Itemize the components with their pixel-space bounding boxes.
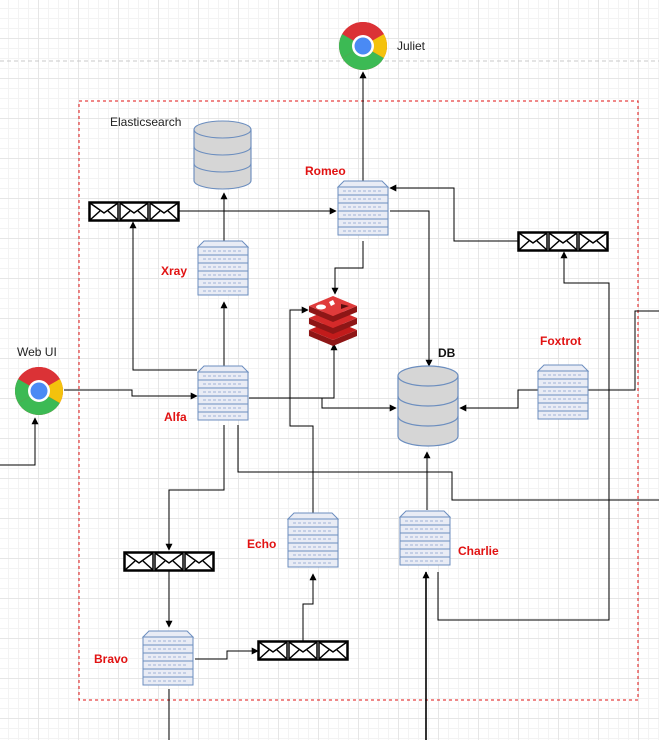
romeo-label: Romeo	[305, 164, 346, 178]
edge-echo-redis	[289, 306, 314, 513]
xray-label: Xray	[161, 264, 188, 278]
webui-chrome-icon[interactable]	[14, 366, 64, 415]
alfa-server-icon[interactable]	[197, 365, 249, 421]
edge-input-webui	[0, 417, 39, 466]
queue-xray-message-queue-icon[interactable]	[88, 201, 180, 222]
foxtrot-label: Foxtrot	[540, 334, 582, 348]
alfa-label: Alfa	[164, 410, 187, 424]
charlie-label: Charlie	[458, 544, 499, 558]
edge-alfa-redis	[249, 343, 338, 399]
db-label: DB	[438, 346, 456, 360]
edge-alfa-external	[237, 425, 659, 501]
charlie-server-icon[interactable]	[399, 510, 451, 566]
edge-romeo-db	[390, 210, 433, 367]
db-database-icon[interactable]	[397, 365, 459, 447]
echo-label: Echo	[247, 537, 277, 551]
juliet-label: Juliet	[397, 39, 426, 53]
echo-server-icon[interactable]	[287, 512, 339, 568]
webui-label: Web UI	[17, 345, 57, 359]
queue-bravo-message-queue-icon[interactable]	[257, 640, 349, 661]
romeo-server-icon[interactable]	[337, 180, 389, 236]
edge-romeo-redis	[331, 241, 364, 295]
edge-charlie-queue2	[437, 251, 610, 621]
foxtrot-server-icon[interactable]	[537, 364, 589, 420]
edge-alfa-queue1	[129, 221, 197, 371]
juliet-chrome-icon[interactable]	[338, 21, 388, 71]
queue-foxtrot-message-queue-icon[interactable]	[517, 231, 609, 252]
system-boundary	[78, 100, 639, 701]
edge-bravo-queue4	[195, 647, 259, 660]
edge-alfa-queue3	[165, 425, 225, 551]
edge-webui-alfa	[64, 389, 198, 400]
queue-alfa-message-queue-icon[interactable]	[123, 551, 215, 572]
edge-queue2-romeo	[389, 184, 518, 242]
redis-icon[interactable]	[309, 296, 357, 346]
xray-server-icon[interactable]	[197, 240, 249, 296]
edge-alfa-db	[249, 397, 397, 412]
bravo-server-icon[interactable]	[142, 630, 194, 686]
edge-queue4-echo	[302, 573, 317, 641]
elasticsearch-label: Elasticsearch	[110, 115, 182, 129]
bravo-label: Bravo	[94, 652, 129, 666]
elasticsearch-database-icon[interactable]	[193, 120, 252, 190]
